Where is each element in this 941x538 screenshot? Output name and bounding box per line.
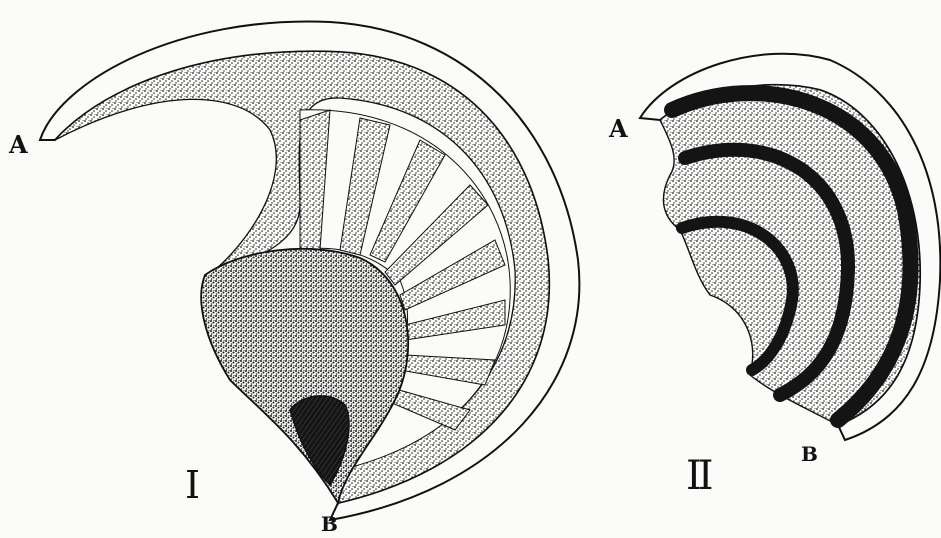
figure-two-label-top: A (609, 114, 628, 143)
figure-two-drawing (640, 54, 940, 440)
figure-one-drawing (40, 21, 579, 520)
figure-one-label-top: A (9, 130, 28, 159)
figure-one-label-bottom: B (321, 512, 338, 536)
figure-two-numeral: II (686, 453, 710, 499)
figure-two-label-bottom: B (801, 442, 818, 466)
figure-one-numeral: I (185, 463, 200, 507)
